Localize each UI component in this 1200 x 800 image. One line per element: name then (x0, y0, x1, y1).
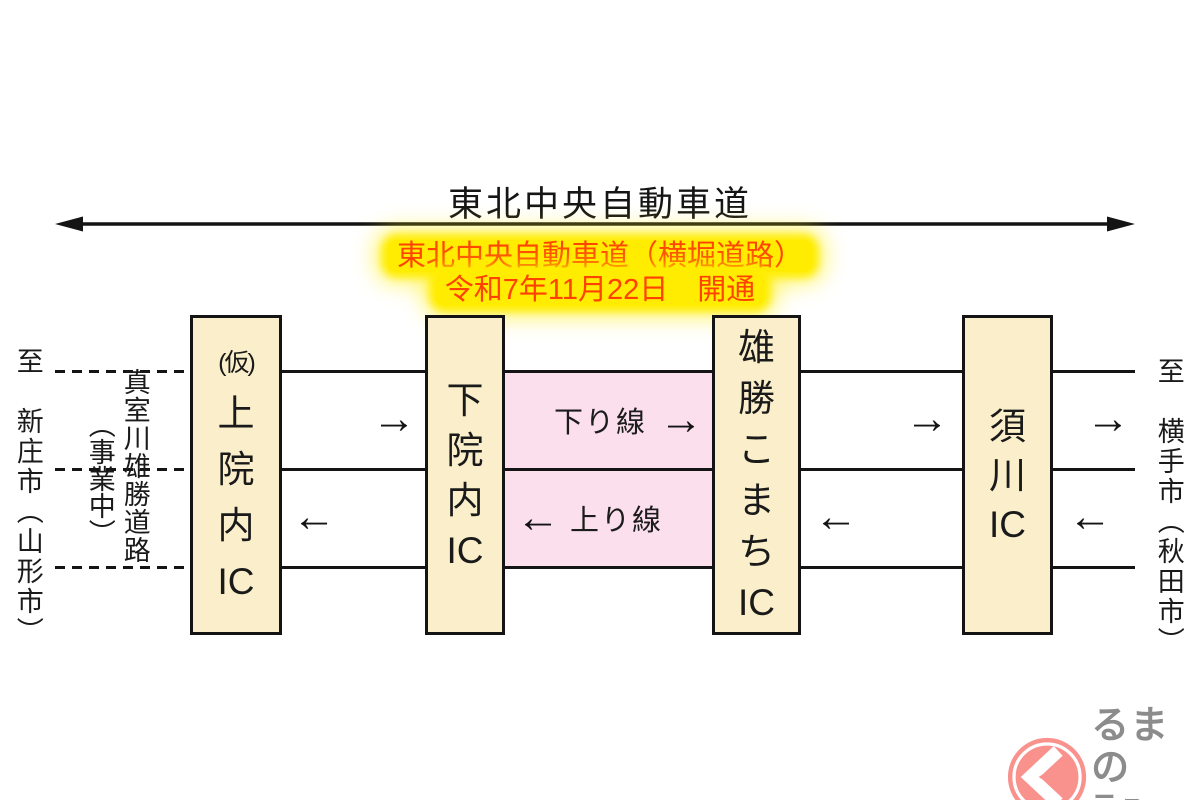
down-lane-label: 下り線 (553, 407, 647, 439)
ic-label-char: (仮) (218, 348, 256, 377)
ic-label-char: 下 (446, 379, 484, 421)
down-lane-arrow-seg3: → (905, 394, 949, 443)
ic-label-char: 雄 (738, 327, 775, 368)
down-lane-arrow-seg1: → (372, 394, 416, 443)
planned-road-dashed-top (55, 370, 191, 373)
ic-label-char: IC (446, 529, 484, 571)
ic-label-char: 内 (217, 504, 255, 546)
up-lane-label: 上り線 (570, 505, 664, 537)
ic-label-char: 勝 (738, 378, 775, 419)
down-lane-arrow-seg4: → (1086, 394, 1130, 443)
down-lane-label-group: 下り線 → (504, 398, 713, 442)
ic-label-char: 内 (446, 479, 484, 521)
up-lane-label-group: ← 上り線 (504, 496, 713, 540)
planned-road-dashed-bottom (55, 566, 191, 569)
road-line-middle (190, 468, 1135, 471)
opening-banner-date: 令和7年11月22日 開通 (434, 274, 766, 306)
ic-box-shimoinnai: 下院内 IC (425, 315, 505, 635)
ic-label-char: 上 (217, 392, 255, 434)
logo-text-bottom: ニュース (1091, 789, 1200, 800)
ic-label-char: ち (738, 531, 775, 572)
road-line-top (190, 370, 1135, 373)
destination-right: 至 横手市（秋田市） (1153, 357, 1184, 657)
ic-label-char: こ (738, 429, 775, 470)
planned-road-status: （事業中） (84, 411, 115, 546)
up-lane-arrow-seg1: ← (292, 492, 336, 541)
ic-label-char: IC (738, 582, 775, 623)
opening-banner: 東北中央自動車道（横堀道路） 令和7年11月22日 開通 (0, 240, 1200, 306)
destination-left: 至 新庄市（山形市） (12, 347, 43, 647)
expressway-title: 東北中央自動車道 (447, 185, 752, 224)
ic-label-char: ま (738, 480, 775, 521)
ic-label-char: 院 (217, 448, 255, 490)
logo-text-top: るまの (1091, 705, 1170, 789)
site-logo: るまの ニュース (1007, 705, 1200, 800)
ic-box-kari-kamiinnai: (仮) 上院内 IC (190, 315, 282, 635)
ic-box-sukawa: 須川 IC (962, 315, 1053, 635)
opening-banner-road-name: 東北中央自動車道（横堀道路） (386, 240, 813, 272)
up-lane-arrow-seg3: ← (814, 492, 858, 541)
road-line-bottom (190, 566, 1135, 569)
ic-label-char: 川 (989, 454, 1026, 496)
kuruma-news-logo-icon (1007, 737, 1087, 800)
logo-text-block: るまの ニュース (1091, 705, 1200, 800)
ic-label-char: IC (989, 503, 1026, 545)
ic-label-char: IC (217, 560, 255, 602)
planned-road-name: 真室川雄勝道路 (119, 368, 150, 564)
ic-label-char: 院 (446, 429, 484, 471)
planned-road-dashed-middle (55, 468, 191, 471)
up-lane-arrow-seg4: ← (1068, 492, 1112, 541)
down-lane-label-arrow: → (659, 395, 703, 444)
up-lane-label-arrow: ← (516, 493, 560, 542)
double-headed-arrow (55, 216, 1135, 232)
ic-box-ogachikomachi: 雄勝こまち IC (712, 315, 801, 635)
ic-label-char: 須 (989, 405, 1026, 447)
